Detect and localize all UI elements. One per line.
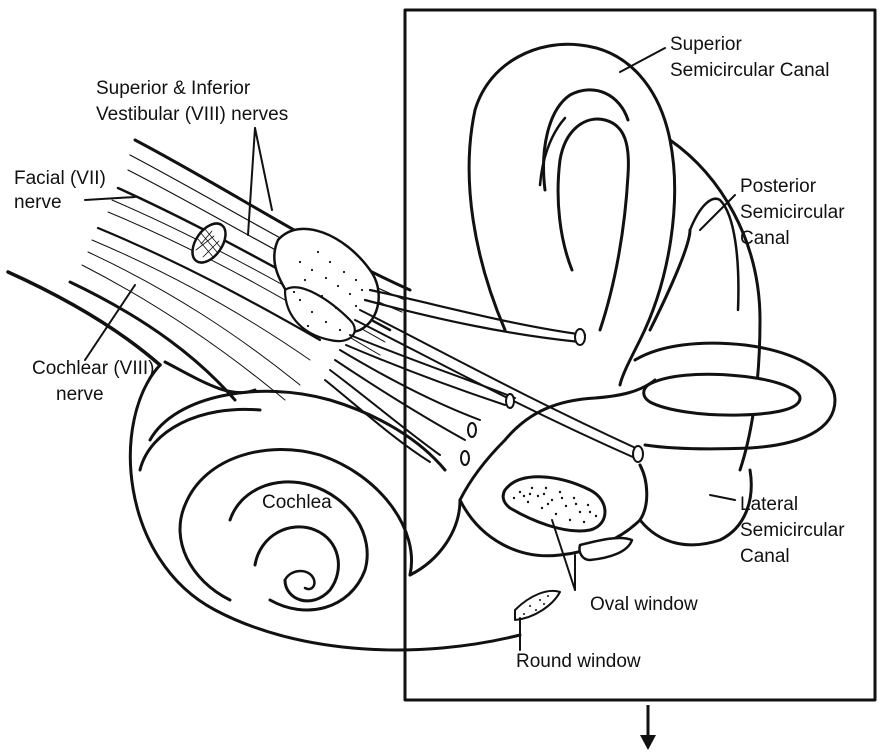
label-vestibular-nerves-line2: Vestibular (VIII) nerves [96,104,288,125]
label-oval-window: Oval window [590,594,698,615]
label-cochlear-nerve-line2: nerve [56,384,104,405]
label-facial-nerve-line2: nerve [14,192,62,213]
oval-window [503,477,632,560]
label-superior-canal-line2: Semicircular Canal [670,60,829,81]
label-lateral-canal-line2: Semicircular [740,520,845,541]
label-posterior-canal-line1: Posterior [740,176,817,197]
down-arrow-icon [640,705,656,750]
label-vestibular-nerves-line1: Superior & Inferior [96,78,251,99]
label-posterior-canal-line3: Canal [740,228,790,249]
cochlea [130,365,560,650]
label-cochlear-nerve-line1: Cochlear (VIII) [32,358,154,379]
nerve-branches [325,290,643,465]
label-facial-nerve-line1: Facial (VII) [14,168,106,189]
label-lateral-canal-line1: Lateral [740,494,798,515]
label-cochlea: Cochlea [262,492,332,513]
label-posterior-canal-line2: Semicircular [740,202,845,223]
label-lateral-canal-line3: Canal [740,546,790,567]
lateral-semicircular-canal [635,343,835,449]
label-round-window: Round window [516,651,641,672]
label-superior-canal-line1: Superior [670,34,742,55]
